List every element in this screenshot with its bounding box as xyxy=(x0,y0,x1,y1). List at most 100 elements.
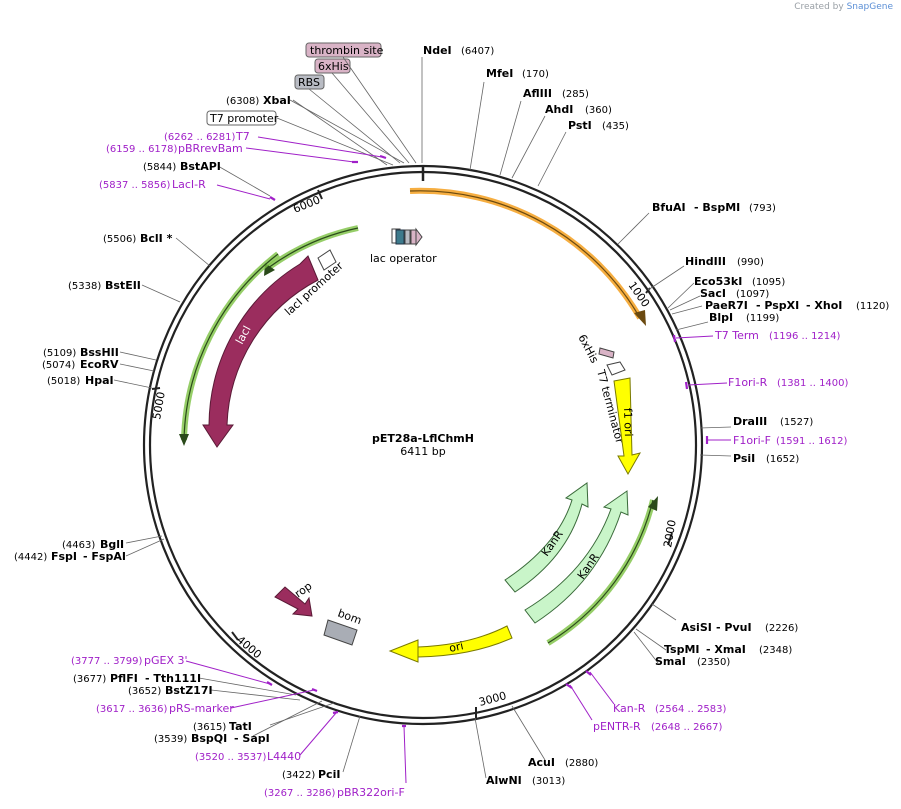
tick-2000: 2000 xyxy=(661,519,679,549)
site-NdeI: NdeI xyxy=(423,44,452,57)
site-FspI-pos: (4442) xyxy=(14,552,47,563)
lac-operator-label: lac operator xyxy=(370,252,437,265)
site-BstZ17I: BstZ17I xyxy=(165,684,213,697)
ori-arrow xyxy=(388,625,513,663)
site-AhdI-pos: (360) xyxy=(585,105,612,116)
site-BspQI: BspQI xyxy=(191,732,227,745)
orf-arc-orange-head xyxy=(634,310,646,326)
primer-F1ori-F-range: (1591 .. 1612) xyxy=(776,436,848,447)
plasmid-size: 6411 bp xyxy=(400,445,445,458)
lacI-arrow xyxy=(202,255,319,448)
snapgene-brand: SnapGene xyxy=(846,2,893,12)
plasmid-name: pET28a-LflChmH xyxy=(372,432,474,445)
primer-L4440-range: (3520 .. 3537) xyxy=(195,752,267,763)
site-HindIII: HindIII xyxy=(685,255,726,268)
lac-operator-box xyxy=(395,229,405,245)
site-EcoRV: EcoRV xyxy=(80,358,119,371)
site-PsiI: PsiI xyxy=(733,452,755,465)
site-XhoI-pos: (1120) xyxy=(856,301,889,312)
his6-label: 6xHis xyxy=(318,60,349,73)
site-PflFI-pos: (3677) xyxy=(73,674,106,685)
site-Tth111I: - Tth111I xyxy=(145,672,201,685)
site-Eco53kI-pos: (1095) xyxy=(752,277,785,288)
rbs-label: RBS xyxy=(298,76,320,89)
site-XmaI: - XmaI xyxy=(706,643,746,656)
site-PsiI-pos: (1652) xyxy=(766,454,799,465)
snapgene-credit: Created by SnapGene xyxy=(794,2,893,12)
site-XhoI: - XhoI xyxy=(806,299,842,312)
f1-ori-label: f1 ori xyxy=(621,408,635,437)
boxed-labels: thrombin site 6xHis RBS T7 promoter xyxy=(206,42,384,126)
thrombin-box xyxy=(415,227,423,247)
primer-pGEX3: pGEX 3' xyxy=(144,654,188,667)
site-MfeI: MfeI xyxy=(486,67,513,80)
site-BstEII: BstEII xyxy=(105,279,141,292)
primer-pRS-marker-range: (3617 .. 3636) xyxy=(96,704,168,715)
site-PaeR7I: PaeR7I xyxy=(705,299,748,312)
site-BstEII-pos: (5338) xyxy=(68,281,101,292)
site-DraIII-pos: (1527) xyxy=(780,417,813,428)
primer-T7: T7 xyxy=(235,130,250,143)
site-BclI-pos: (5506) xyxy=(103,234,136,245)
thrombin-site-label: thrombin site xyxy=(310,44,384,57)
site-AflIII-pos: (285) xyxy=(562,89,589,100)
t7-terminator-arrow xyxy=(606,361,626,376)
site-BstAPI: BstAPI xyxy=(180,160,221,173)
site-AlwNI-pos: (3013) xyxy=(532,776,565,787)
site-FspAI: - FspAI xyxy=(83,550,126,563)
site-AsiSI-pos: (2226) xyxy=(765,623,798,634)
site-BclI: BclI * xyxy=(140,232,173,245)
orf-arc-orange xyxy=(409,187,643,320)
site-BglI-pos: (4463) xyxy=(62,540,95,551)
thrombin-site-box xyxy=(305,42,382,58)
primer-T7Term-range: (1196 .. 1214) xyxy=(769,331,841,342)
site-AcuI-pos: (2880) xyxy=(565,758,598,769)
primer-marks xyxy=(266,154,709,728)
primer-pBRrevBam-range: (6159 .. 6178) xyxy=(106,144,178,155)
backbone-outer xyxy=(142,164,704,726)
primer-F1ori-R: F1ori-R xyxy=(728,376,768,389)
site-HpaI: HpaI xyxy=(85,374,114,387)
primer-lines xyxy=(185,136,731,784)
site-EcoRV-pos: (5074) xyxy=(42,360,75,371)
site-BlpI: BlpI xyxy=(709,311,733,324)
primer-T7Term: T7 Term xyxy=(714,329,759,342)
primer-LacI-R: LacI-R xyxy=(172,178,206,191)
site-SmaI: SmaI xyxy=(655,655,686,668)
site-BspQI-pos: (3539) xyxy=(154,734,187,745)
site-SacI: SacI xyxy=(700,287,726,300)
primer-pENTR-R-range: (2648 .. 2667) xyxy=(651,722,723,733)
site-PciI-pos: (3422) xyxy=(282,770,315,781)
site-MfeI-pos: (170) xyxy=(522,69,549,80)
primer-F1ori-R-range: (1381 .. 1400) xyxy=(777,378,849,389)
lacI-promoter-arrow xyxy=(317,249,337,271)
site-PspXI: - PspXI xyxy=(756,299,799,312)
his-box xyxy=(410,229,417,245)
site-BfuAI-pos: (793) xyxy=(749,203,776,214)
primer-T7-range: (6262 .. 6281) xyxy=(164,132,236,143)
site-TatI-pos: (3615) xyxy=(193,722,226,733)
f1-ori-arrow xyxy=(613,377,642,476)
site-BglI: BglI xyxy=(100,538,124,551)
site-PflFI: PflFI xyxy=(110,672,138,685)
site-HindIII-pos: (990) xyxy=(737,257,764,268)
site-PstI: PstI xyxy=(568,119,592,132)
rbs-box xyxy=(404,229,411,245)
tick-5000: 5000 xyxy=(150,391,168,421)
site-BlpI-pos: (1199) xyxy=(746,313,779,324)
primer-F1ori-F: F1ori-F xyxy=(733,434,771,447)
orf-arc-green-2 xyxy=(266,225,359,271)
site-PvuI: - PvuI xyxy=(716,621,752,634)
site-Eco53kI: Eco53kI xyxy=(694,275,742,288)
site-SacI-pos: (1097) xyxy=(736,289,769,300)
primer-pBR322ori-F-range: (3267 .. 3286) xyxy=(264,788,336,799)
primer-pRS-marker: pRS-marker xyxy=(169,702,234,715)
bom-box xyxy=(323,619,358,646)
credit-prefix: Created by xyxy=(794,2,844,12)
site-XbaI-pos: (6308) xyxy=(226,96,259,107)
site-NdeI-pos: (6407) xyxy=(461,46,494,57)
ori-label: ori xyxy=(448,639,465,655)
site-BssHII: BssHII xyxy=(80,346,119,359)
primer-L4440: L4440 xyxy=(267,750,301,763)
site-BstZ17I-pos: (3652) xyxy=(128,686,161,697)
